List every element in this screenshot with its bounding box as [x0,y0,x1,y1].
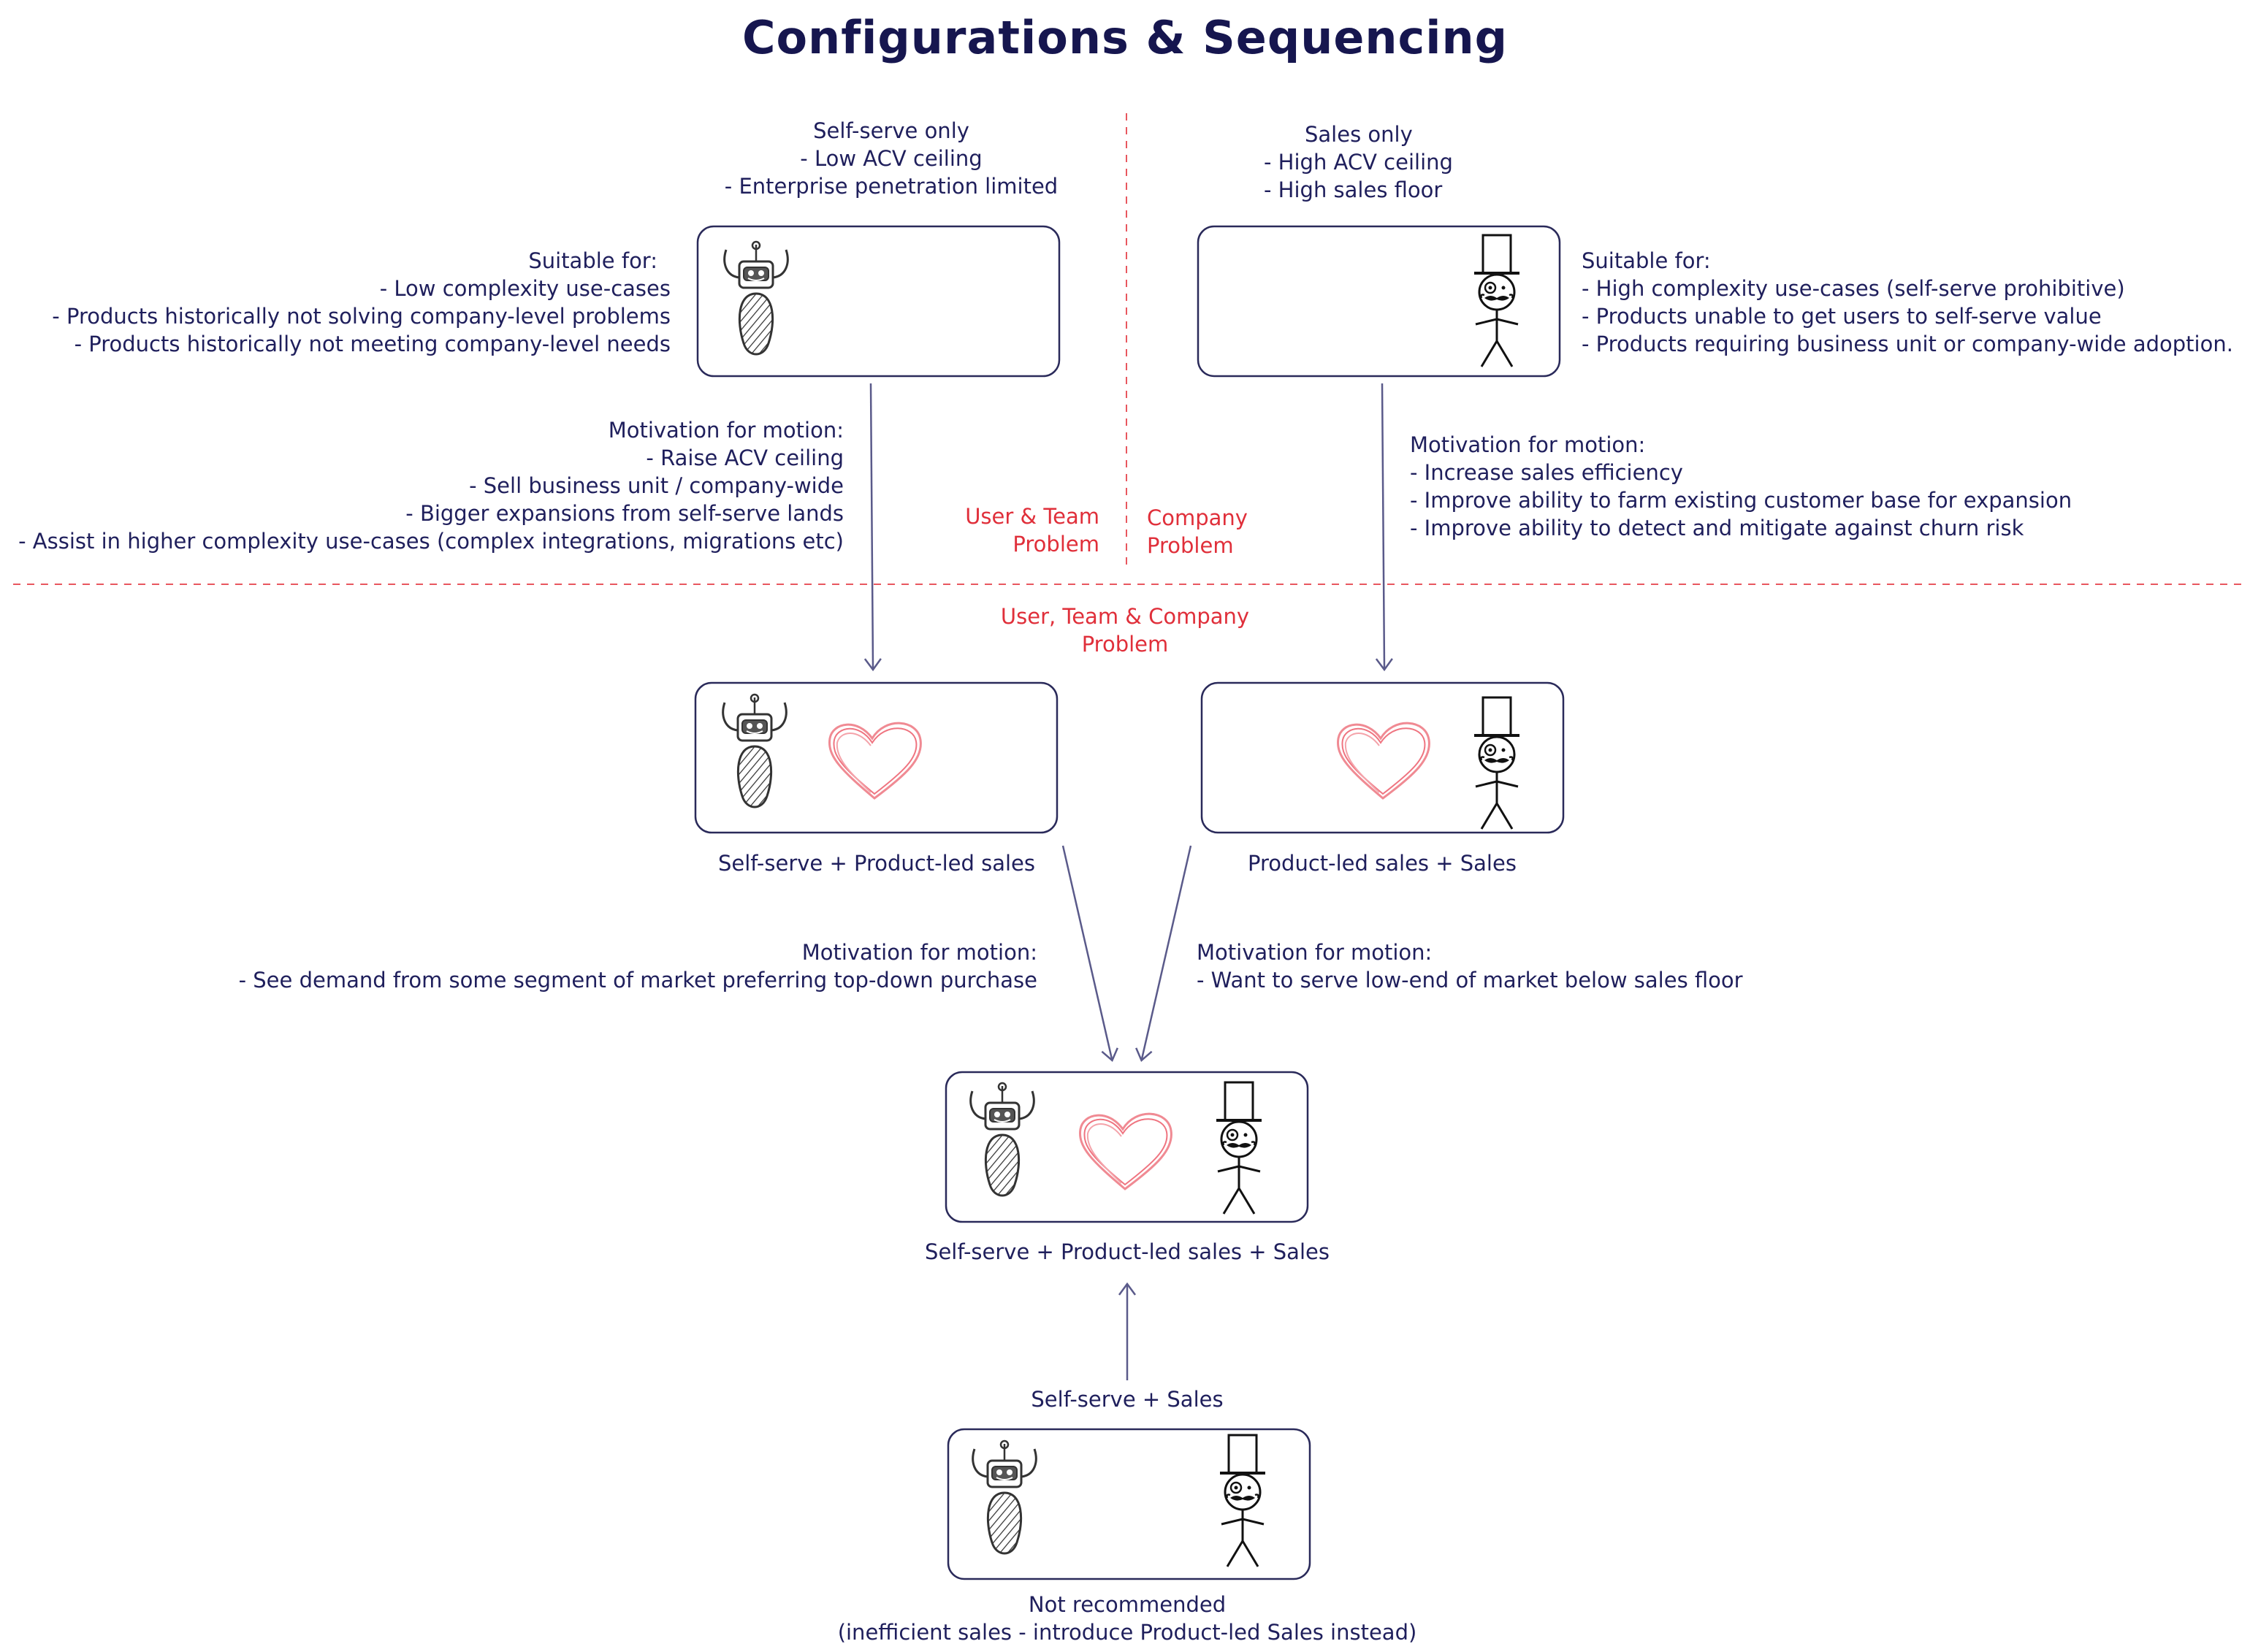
motivation-heading: Motivation for motion: [1410,432,1646,457]
page-title: Configurations & Sequencing [741,11,1509,64]
arrow-pls-to-all [1061,845,1118,1063]
heart-icon [1079,1112,1172,1190]
self-serve-pls-motivation: Motivation for motion: - See demand from… [168,938,1037,994]
suitable-heading: Suitable for: [1582,248,1711,273]
top-hat-man-icon [1215,1081,1263,1215]
sales-only-line: - High ACV ceiling [1264,150,1453,175]
zone-label-line: Company [1147,505,1248,530]
zone-label-user-team: User & Team Problem [877,502,1099,558]
motivation-item: - Assist in higher complexity use-cases … [18,529,844,554]
robot-icon [722,693,788,808]
zone-label-company: Company Problem [1147,504,1366,559]
sales-only-title: Sales only [1305,122,1413,147]
zone-label-line: Problem [1081,632,1169,657]
self-serve-sales-note: Not recommended (inefficient sales - int… [762,1591,1492,1646]
zone-label-line: Problem [1013,532,1099,557]
self-serve-only-box [696,225,1061,378]
robot-icon [972,1439,1037,1555]
arrow-pls-sales-to-all [1135,845,1192,1063]
self-serve-sales-box [947,1428,1311,1580]
self-serve-only-title: Self-serve only [813,118,969,143]
suitable-item: - Products requiring business unit or co… [1582,332,2233,356]
pls-sales-label: Product-led sales + Sales [1248,851,1517,876]
heart-icon [828,722,922,800]
all-three-label: Self-serve + Product-led sales + Sales [925,1239,1330,1264]
motivation-item: - Bigger expansions from self-serve land… [405,501,844,526]
pls-sales-motivation: Motivation for motion: - Want to serve l… [1197,938,1927,994]
sales-only-box [1197,225,1561,378]
self-serve-sales-label: Self-serve + Sales [1031,1387,1224,1412]
pls-sales-box [1200,681,1565,834]
suitable-heading: Suitable for: [528,248,657,273]
suitable-item: - Products historically not solving comp… [52,304,671,329]
self-serve-suitable-for: Suitable for: - Low complexity use-cases… [29,247,671,358]
self-serve-only-line: - Low ACV ceiling [800,146,983,171]
top-hat-man-icon [1219,1434,1267,1568]
not-recommended-heading: Not recommended [1028,1592,1227,1617]
arrow-self-serve-to-pls [863,383,882,672]
suitable-item: - Products unable to get users to self-s… [1582,304,2102,329]
self-serve-motivation: Motivation for motion: - Raise ACV ceili… [4,416,844,555]
motivation-heading: Motivation for motion: [801,940,1037,965]
sales-suitable-for: Suitable for: - High complexity use-case… [1582,247,2239,358]
suitable-item: - Low complexity use-cases [379,276,671,301]
zone-label-line: User & Team [965,504,1099,529]
motivation-item: - Want to serve low-end of market below … [1197,968,1743,993]
top-hat-man-icon [1473,234,1521,368]
robot-icon [723,240,789,356]
self-serve-only-line: - Enterprise penetration limited [724,174,1059,199]
arrow-sales-to-pls-sales [1375,383,1393,672]
self-serve-only-summary: Self-serve only - Low ACV ceiling - Ente… [636,117,1147,200]
zone-label-line: Problem [1147,533,1234,558]
self-serve-pls-label: Self-serve + Product-led sales [718,851,1035,876]
suitable-item: - Products historically not meeting comp… [74,332,671,356]
all-three-box [945,1071,1309,1223]
heart-icon [1337,722,1430,800]
sales-only-summary: Sales only - High ACV ceiling - High sal… [1264,121,1556,204]
motivation-item: - Raise ACV ceiling [646,445,844,470]
not-recommended-detail: (inefficient sales - introduce Product-l… [837,1620,1417,1645]
motivation-item: - Sell business unit / company-wide [469,473,844,498]
motivation-item: - Improve ability to detect and mitigate… [1410,516,2024,540]
self-serve-pls-box [694,681,1059,834]
motivation-heading: Motivation for motion: [1197,940,1433,965]
motivation-item: - Improve ability to farm existing custo… [1410,488,2072,513]
robot-icon [969,1082,1035,1197]
zone-label-user-team-company: User, Team & Company Problem [942,603,1308,658]
sales-only-line: - High sales floor [1264,177,1443,202]
motivation-heading: Motivation for motion: [608,418,844,443]
motivation-item: - See demand from some segment of market… [238,968,1037,993]
top-hat-man-icon [1473,696,1521,830]
motivation-item: - Increase sales efficiency [1410,460,1683,485]
sales-motivation: Motivation for motion: - Increase sales … [1410,431,2213,542]
suitable-item: - High complexity use-cases (self-serve … [1582,276,2125,301]
zone-label-line: User, Team & Company [1000,604,1250,629]
